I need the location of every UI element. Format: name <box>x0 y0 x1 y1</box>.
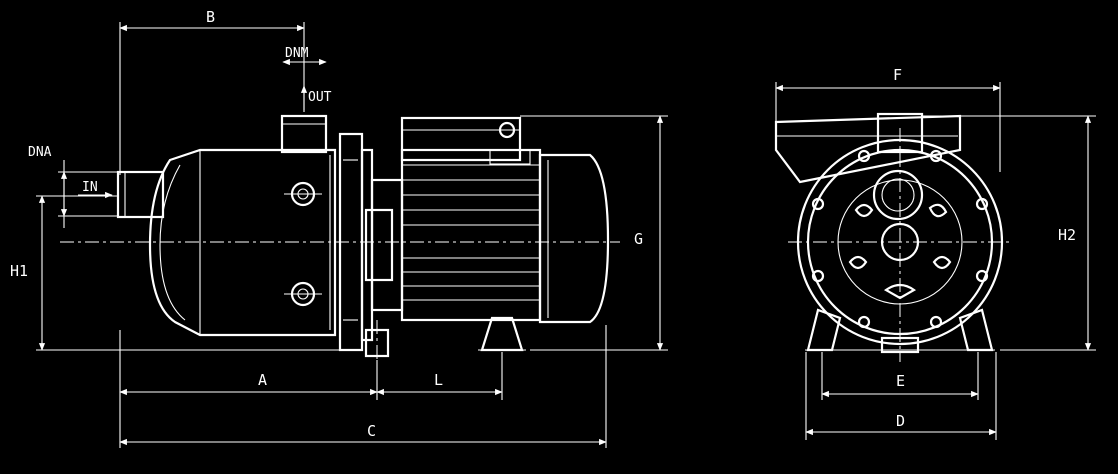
dim-f-label: F <box>893 66 902 84</box>
motor-body <box>400 148 542 322</box>
dim-g-label: G <box>634 230 643 248</box>
motor-adapter <box>364 178 404 312</box>
flange <box>338 132 390 358</box>
in-label: IN <box>82 180 98 195</box>
dim-e-label: E <box>896 372 905 390</box>
dim-b-label: B <box>206 8 215 26</box>
front-view <box>774 112 1012 362</box>
dim-d-label: D <box>896 412 905 430</box>
side-dimensions: B DNM OUT DNA IN H1 A L C <box>10 8 668 448</box>
outlet-pipe <box>280 114 328 154</box>
housing-bolts <box>811 149 989 329</box>
front-inlet <box>872 169 924 221</box>
drain-plug-lower <box>284 281 322 307</box>
dim-c-label: C <box>367 422 376 440</box>
motor-foot <box>478 316 526 352</box>
pump-casing <box>148 148 337 337</box>
fan-cover <box>538 153 610 324</box>
dim-h2-label: H2 <box>1058 226 1076 244</box>
side-view <box>60 114 620 400</box>
terminal-box <box>400 116 531 165</box>
dim-dnm-label: DNM <box>285 46 309 61</box>
inlet-pipe <box>116 170 165 219</box>
front-dimensions: F H2 E D <box>775 66 1096 440</box>
out-label: OUT <box>308 90 332 105</box>
drain-plug-upper <box>284 181 322 207</box>
dim-h1-label: H1 <box>10 262 28 280</box>
dim-a-label: A <box>258 371 267 389</box>
dim-dna-label: DNA <box>28 145 52 160</box>
vent-slots <box>848 203 952 300</box>
dim-l-label: L <box>434 371 443 389</box>
front-terminal-box <box>774 112 962 184</box>
